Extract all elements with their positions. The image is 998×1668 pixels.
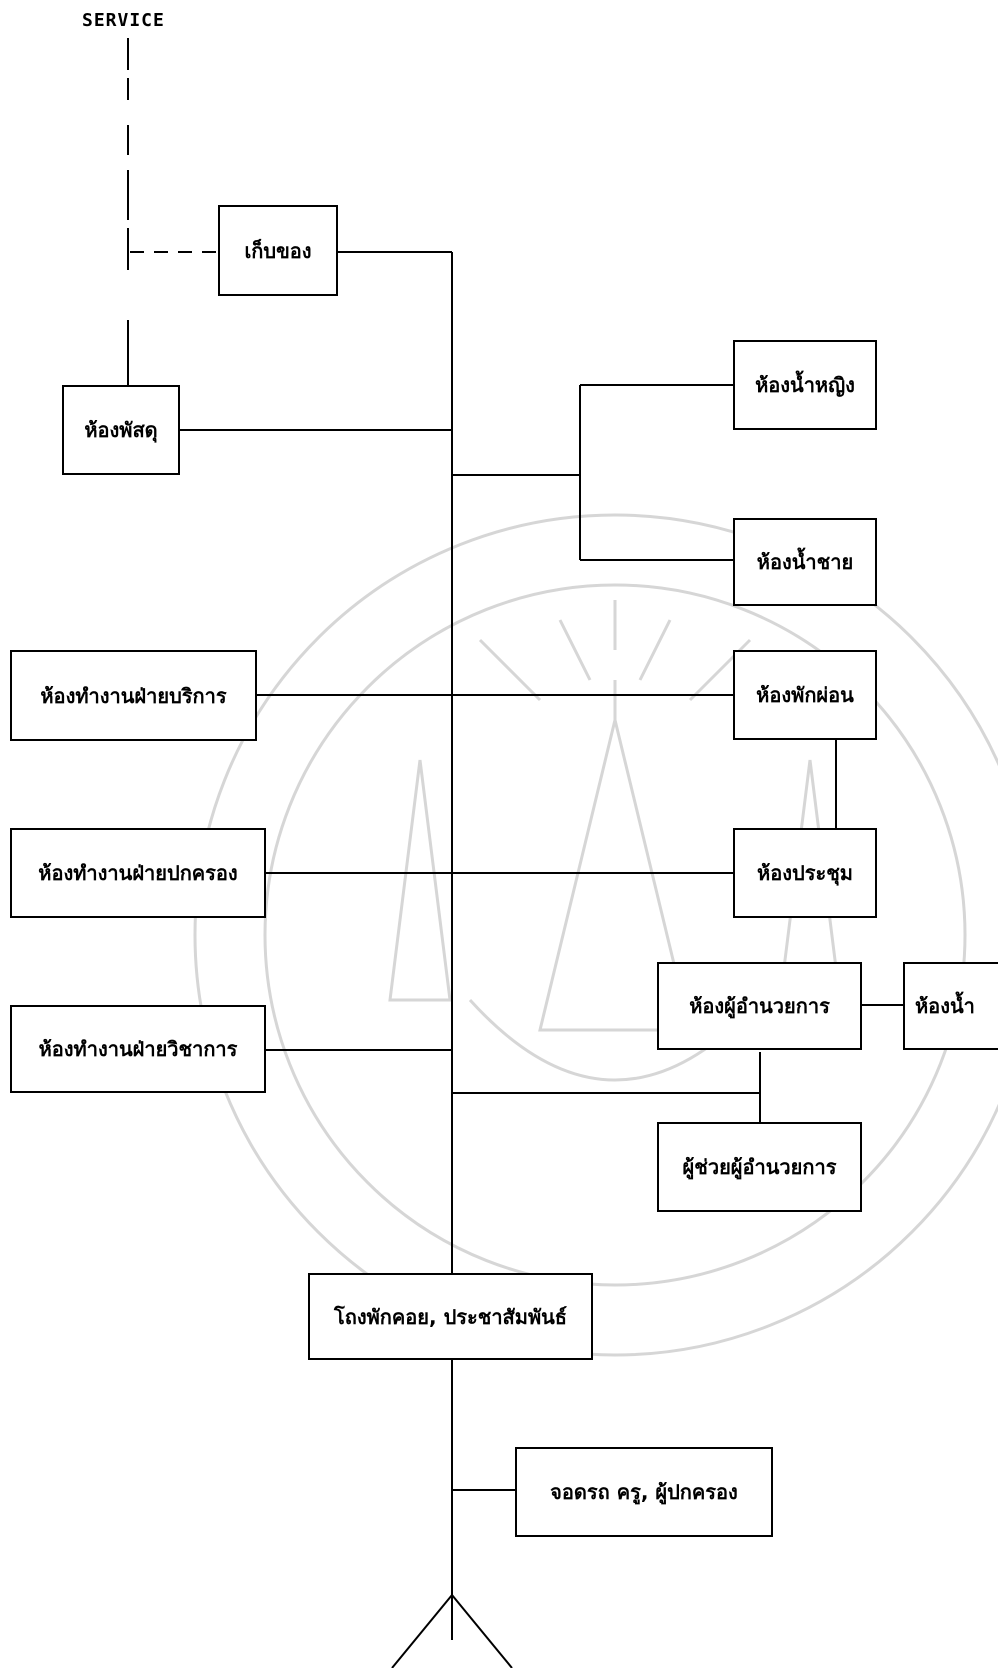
academic-office: ห้องทำงานฝ่ายวิชาการ <box>10 1005 266 1093</box>
women-restroom: ห้องน้ำหญิง <box>733 340 877 430</box>
storage-room: เก็บของ <box>218 205 338 296</box>
lobby-pr: โถงพักคอย, ประชาสัมพันธ์ <box>308 1273 593 1360</box>
restroom: ห้องน้ำ <box>903 962 998 1050</box>
lounge-room: ห้องพักผ่อน <box>733 650 877 740</box>
watermark-seal <box>193 513 998 1357</box>
parking-area: จอดรถ ครู, ผู้ปกครอง <box>515 1447 773 1537</box>
meeting-room: ห้องประชุม <box>733 828 877 918</box>
assistant-director-room: ผู้ช่วยผู้อำนวยการ <box>657 1122 862 1212</box>
admin-office: ห้องทำงานฝ่ายปกครอง <box>10 828 266 918</box>
director-room: ห้องผู้อำนวยการ <box>657 962 862 1050</box>
supply-room: ห้องพัสดุ <box>62 385 180 475</box>
men-restroom: ห้องน้ำชาย <box>733 518 877 606</box>
connector-lines <box>127 38 905 1668</box>
service-label: SERVICE <box>82 10 165 31</box>
service-office: ห้องทำงานฝ่ายบริการ <box>10 650 257 741</box>
